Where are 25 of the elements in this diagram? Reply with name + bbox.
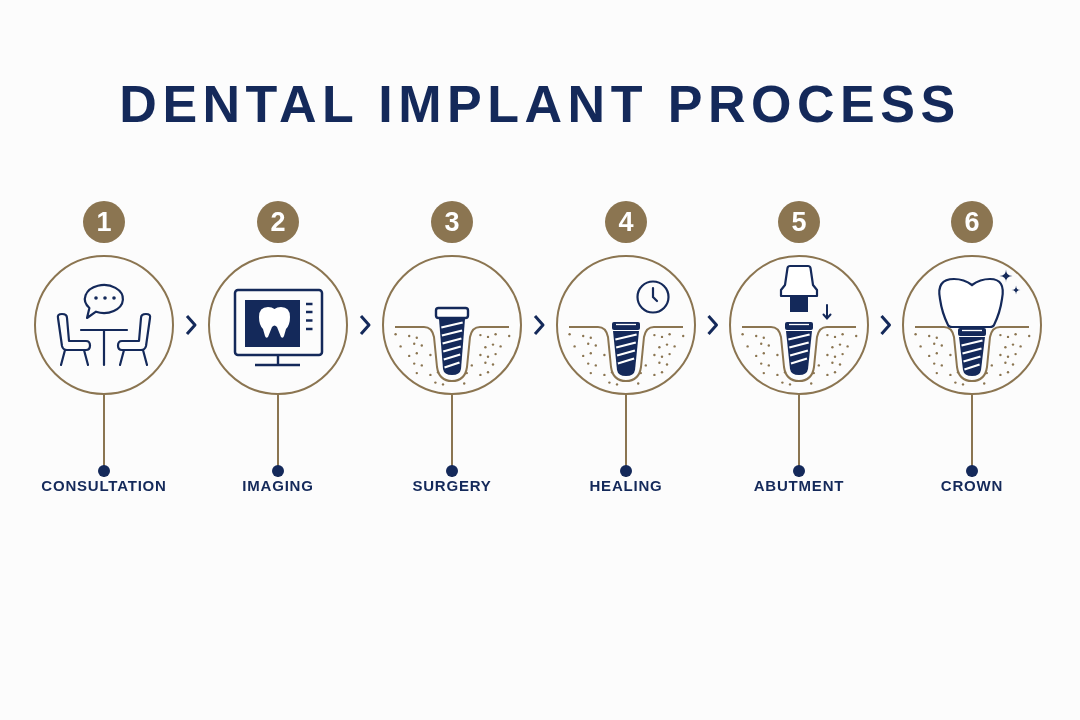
leader-line: [620, 394, 632, 478]
leader-line: [98, 394, 110, 478]
number-badge: 6: [951, 201, 993, 243]
leader-line: [793, 394, 805, 478]
step-label: SURGERY: [412, 477, 492, 495]
step-label: HEALING: [589, 477, 663, 495]
number-badge: 1: [83, 201, 125, 243]
title: DENTAL IMPLANT PROCESS: [119, 78, 961, 130]
leader-line: [272, 394, 284, 478]
number-badge: 2: [257, 201, 299, 243]
number-badge: 4: [605, 201, 647, 243]
leader-line: [446, 394, 458, 478]
step-label: IMAGING: [242, 477, 314, 495]
step-circle: [208, 255, 348, 395]
step-circle: [556, 255, 696, 395]
step-label: CROWN: [940, 477, 1004, 495]
step-circle: [382, 255, 522, 395]
step-label: ABUTMENT: [753, 477, 845, 495]
step-label: CONSULTATION: [41, 477, 167, 495]
leader-line: [966, 394, 978, 478]
number-badge: 3: [431, 201, 473, 243]
number-badge: 5: [778, 201, 820, 243]
step-circle: [902, 255, 1042, 395]
step-circle: [729, 255, 869, 395]
step-circle: [34, 255, 174, 395]
